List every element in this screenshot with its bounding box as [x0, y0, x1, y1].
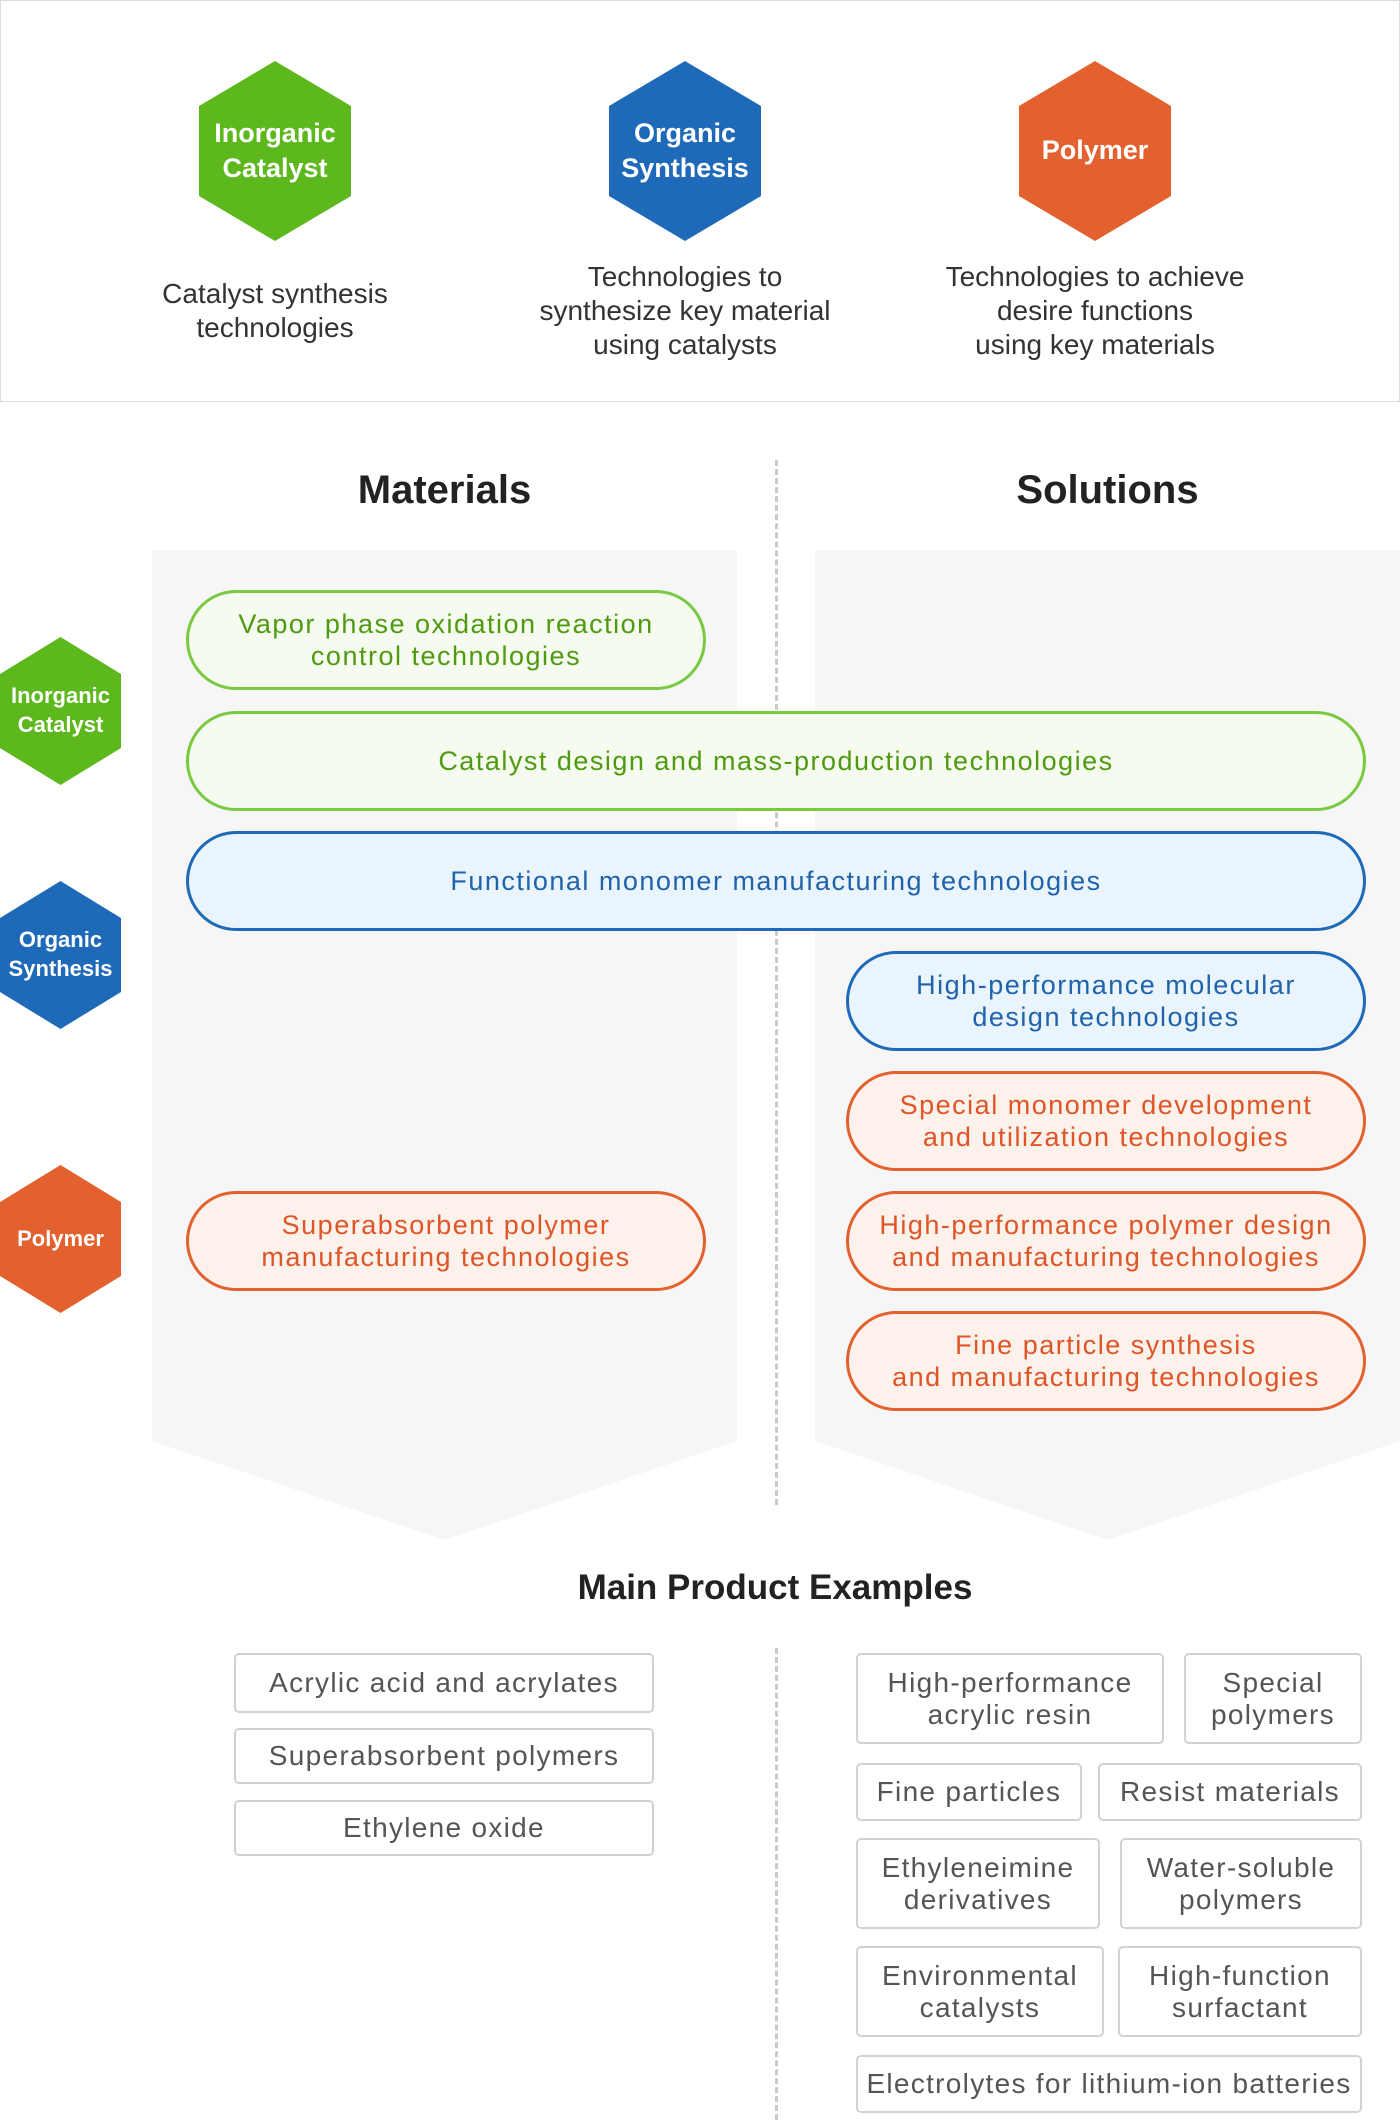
special-monomer-pill: Special monomer development and utilizat… [846, 1071, 1366, 1171]
functional-monomer-pill: Functional monomer manufacturing technol… [186, 831, 1366, 931]
product-environmental-catalysts: Environmental catalysts [856, 1946, 1104, 2037]
polymer-description: Technologies to achieve desire functions… [945, 261, 1245, 360]
product-special-polymers: Special polymers [1184, 1653, 1362, 1744]
product-fine-particles: Fine particles [856, 1763, 1082, 1821]
molecular-design-pill: High-performance molecular design techno… [846, 951, 1366, 1051]
product-acrylic-resin: High-performance acrylic resin [856, 1653, 1164, 1744]
product-ethylene-oxide: Ethylene oxide [234, 1800, 654, 1856]
inorganic-catalyst-description: Catalyst synthesis technologies [162, 278, 388, 343]
row-inorganic-catalyst-hexagon: Inorganic Catalyst [0, 637, 121, 785]
vapor-phase-oxidation-pill: Vapor phase oxidation reaction control t… [186, 590, 706, 690]
product-water-soluble-polymers: Water-soluble polymers [1120, 1838, 1362, 1929]
product-ethyleneimine-derivatives: Ethyleneimine derivatives [856, 1838, 1100, 1929]
product-superabsorbent-polymers: Superabsorbent polymers [234, 1728, 654, 1784]
organic-synthesis-label: Organic Synthesis [621, 117, 749, 183]
solutions-heading: Solutions [1016, 468, 1199, 512]
product-acrylic-acid: Acrylic acid and acrylates [234, 1653, 654, 1713]
inorganic-catalyst-label: Inorganic Catalyst [214, 117, 336, 183]
row-inorganic-catalyst-label: Inorganic Catalyst [10, 683, 110, 737]
product-resist-materials: Resist materials [1098, 1763, 1362, 1821]
materials-heading: Materials [357, 468, 532, 512]
fine-particle-pill: Fine particle synthesis and manufacturin… [846, 1311, 1366, 1411]
products-heading: Main Product Examples [577, 1568, 973, 1607]
row-organic-synthesis-label: Organic Synthesis [8, 927, 113, 981]
row-polymer-label: Polymer [17, 1225, 104, 1251]
superabsorbent-polymer-pill: Superabsorbent polymer manufacturing tec… [186, 1191, 706, 1291]
product-lithium-ion-electrolytes: Electrolytes for lithium-ion batteries [856, 2055, 1362, 2113]
polymer-design-pill: High-performance polymer design and manu… [846, 1191, 1366, 1291]
row-organic-synthesis-hexagon: Organic Synthesis [0, 881, 121, 1029]
products-divider [775, 1648, 778, 2120]
materials-panel [152, 550, 737, 1540]
row-polymer-hexagon: Polymer [0, 1165, 121, 1313]
product-high-function-surfactant: High-function surfactant [1118, 1946, 1362, 2037]
polymer-hexagon: Polymer [1019, 61, 1171, 241]
section-divider [775, 460, 778, 1505]
catalyst-design-pill: Catalyst design and mass-production tech… [186, 711, 1366, 811]
polymer-label: Polymer [1041, 135, 1149, 166]
organic-synthesis-description: Technologies to synthesize key material … [539, 261, 831, 360]
